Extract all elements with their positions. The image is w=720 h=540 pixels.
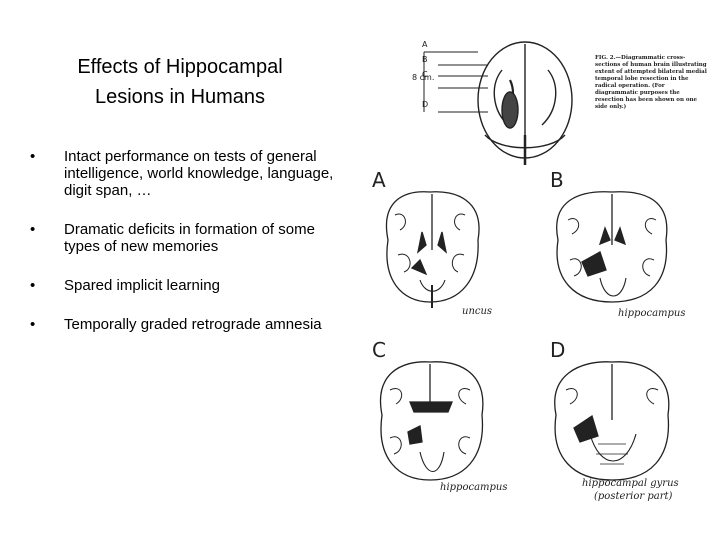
title-line-1: Effects of Hippocampal xyxy=(77,56,283,78)
panel-letter-c: C xyxy=(372,338,386,362)
bullet-item: • Dramatic deficits in formation of some… xyxy=(30,221,340,255)
bullet-text: Dramatic deficits in formation of some t… xyxy=(64,221,315,255)
bullet-marker: • xyxy=(30,221,36,238)
panel-letter-a: A xyxy=(372,168,386,192)
ventral-brain-diagram xyxy=(423,41,573,165)
level-label-b: B xyxy=(422,55,428,64)
panel-label-d-line2: (posterior part) xyxy=(594,491,673,502)
coronal-section-b xyxy=(556,191,668,303)
brain-figure xyxy=(379,41,670,481)
panel-letter-d: D xyxy=(550,338,566,362)
coronal-section-d xyxy=(554,361,670,481)
bullet-list: • Intact performance on tests of general… xyxy=(30,148,340,355)
coronal-section-a xyxy=(385,191,480,308)
panel-letter-b: B xyxy=(550,168,564,192)
coronal-section-c xyxy=(379,361,484,481)
title-line-2: Lesions in Humans xyxy=(94,86,266,108)
bullet-text: Intact performance on tests of general i… xyxy=(64,148,334,199)
level-label-d: D xyxy=(422,100,429,109)
panel-label-c: hippocampus xyxy=(440,482,508,493)
figure-top-caption: FIG. 2.—Diagrammatic cross-sections of h… xyxy=(595,55,707,110)
panel-label-b: hippocampus xyxy=(618,308,686,319)
bullet-marker: • xyxy=(30,148,36,165)
bullet-item: • Intact performance on tests of general… xyxy=(30,148,340,199)
level-label-c: C xyxy=(422,70,428,79)
bullet-text: Temporally graded retrograde amnesia xyxy=(64,316,322,333)
bullet-item: • Temporally graded retrograde amnesia xyxy=(30,316,340,333)
bullet-marker: • xyxy=(30,316,36,333)
bullet-text: Spared implicit learning xyxy=(64,277,220,294)
scale-label: 8 cm. xyxy=(412,73,435,82)
bullet-item: • Spared implicit learning xyxy=(30,277,340,294)
slide-title: Effects of Hippocampal Lesions in Humans xyxy=(20,52,340,112)
panel-label-d-line1: hippocampal gyrus xyxy=(582,478,679,489)
level-label-a: A xyxy=(422,40,428,49)
bullet-marker: • xyxy=(30,277,36,294)
panel-label-a: uncus xyxy=(462,306,493,317)
